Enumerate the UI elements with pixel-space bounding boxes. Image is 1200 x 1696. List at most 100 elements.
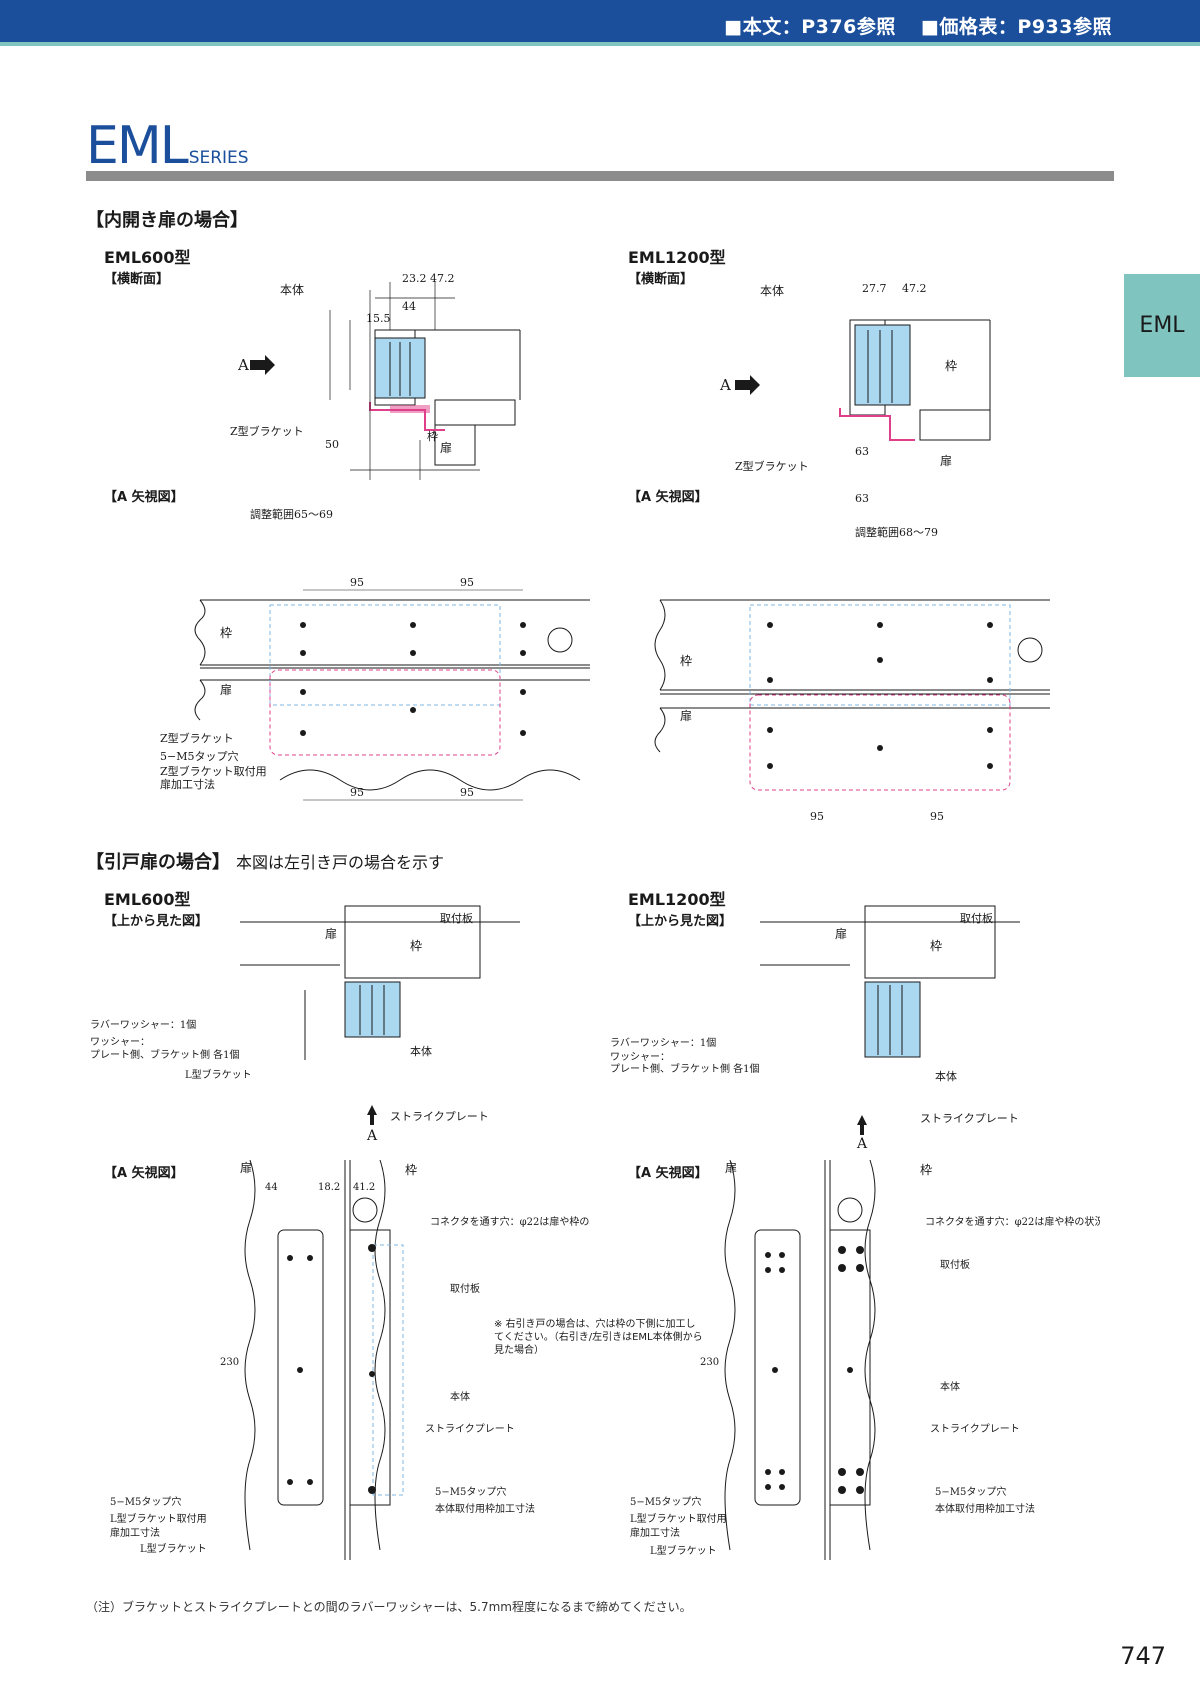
label-tap5-600: 5−M5タップ穴 — [160, 749, 238, 763]
eml1200-arrow-view-diagram: 枠 扉 95 95 — [654, 599, 1050, 823]
model-eml1200-a: EML1200型 — [628, 248, 726, 267]
dim-95-a-1200: 95 — [810, 810, 824, 823]
label-frame-view-600: 枠 — [220, 626, 232, 640]
section-inward-heading: 【内開き扉の場合】 — [86, 210, 248, 231]
label-door-1200: 扉 — [940, 454, 952, 468]
view-cross-section-600: 【横断面】 — [104, 272, 170, 287]
label-mount-plate-1200: 取付板 — [960, 911, 993, 925]
label-z-bracket-view-600: Z型ブラケット — [160, 731, 234, 745]
label-body-sv-600: 本体 — [450, 1390, 470, 1403]
dim-23-2-600: 23.2 — [402, 272, 427, 285]
series-name: EML — [86, 116, 189, 176]
dim-95-top-b-600: 95 — [460, 576, 474, 589]
side-index-tab[interactable]: EML — [1124, 274, 1200, 377]
label-body-mount-sv-600: 本体取付用枠加工寸法 — [435, 1502, 535, 1515]
label-l-mount-sv-1200: L型ブラケット取付用 — [630, 1512, 727, 1525]
label-z-bracket-1200: Z型ブラケット — [735, 459, 809, 473]
label-frame-view-1200: 枠 — [680, 654, 692, 668]
eml600-arrow-view-diagram: 枠 扉 95 95 95 95 Z型ブラケット 5−M5タップ穴 Z型ブラケット… — [160, 576, 590, 801]
dim-47-2-600: 47.2 — [430, 272, 455, 285]
label-adjust-1200: 調整範囲68〜79 — [855, 525, 938, 539]
label-l-mount-sv-600: L型ブラケット取付用 — [110, 1512, 207, 1525]
label-strike-sv-1200: ストライクプレート — [930, 1423, 1020, 1435]
section-sliding-title: 【引戸扉の場合】 — [86, 852, 230, 873]
label-washer-detail-1200: プレート側、ブラケット側 各1個 — [610, 1062, 760, 1075]
page-number: 747 — [1120, 1642, 1166, 1670]
label-door-view-600: 扉 — [220, 683, 232, 697]
label-tap5b-sv-600: 5−M5タップ穴 — [435, 1485, 506, 1498]
label-body-sv-1200: 本体 — [940, 1380, 960, 1393]
dim-50-600: 50 — [325, 438, 339, 451]
view-top-600: 【上から見た図】 — [104, 914, 209, 929]
label-tap5-sv-1200: 5−M5タップ穴 — [630, 1495, 701, 1508]
arrow-label-a-1200: A — [719, 376, 731, 394]
dim-95-bot-a-600: 95 — [350, 786, 364, 799]
dim-18-2-sv-600: 18.2 — [318, 1182, 340, 1193]
label-l-bracket-top-600: L型ブラケット — [185, 1068, 252, 1081]
section-sliding-heading: 【引戸扉の場合】本図は左引き戸の場合を示す — [86, 848, 444, 874]
label-z-bracket-600: Z型ブラケット — [230, 424, 304, 438]
view-arrow-a-1200-sliding: 【A 矢視図】 — [628, 1166, 708, 1181]
label-door-view-1200: 扉 — [680, 709, 692, 723]
view-arrow-a-1200: 【A 矢視図】 — [628, 490, 708, 505]
ref-body-link[interactable]: ■本文：P376参照 — [724, 16, 896, 38]
view-arrow-a-600-sliding: 【A 矢視図】 — [104, 1166, 184, 1181]
label-rubber-washer-600: ラバーワッシャー：1個 — [90, 1018, 196, 1031]
label-mount-plate-sv-1200: 取付板 — [940, 1258, 970, 1271]
label-door-machining-600: 扉加工寸法 — [160, 777, 215, 791]
label-frame-600: 枠 — [427, 429, 438, 443]
label-body-600: 本体 — [280, 283, 304, 297]
label-tap5-sv-600: 5−M5タップ穴 — [110, 1495, 181, 1508]
label-door-sv-1200: 扉 — [725, 1161, 737, 1175]
footnote: （注）ブラケットとストライクプレートとの間のラバーワッシャーは、5.7mm程度に… — [86, 1600, 692, 1614]
eml600-sliding-arrow-view-diagram: 扉 枠 44 18.2 41.2 230 コネクタを通す穴：φ22は扉や枠の状況… — [110, 1159, 590, 1560]
view-top-1200: 【上から見た図】 — [628, 914, 733, 929]
label-body-top-600: 本体 — [410, 1044, 432, 1058]
model-eml600-a: EML600型 — [104, 248, 191, 267]
arrow-label-a-600: A — [237, 356, 249, 374]
dim-230-sv-1200: 230 — [700, 1357, 719, 1368]
dim-95-bot-b-600: 95 — [460, 786, 474, 799]
dim-15-5-600: 15.5 — [366, 312, 391, 325]
label-frame-sv-1200: 枠 — [920, 1163, 932, 1177]
dim-44-sv-600: 44 — [265, 1182, 278, 1193]
label-washer-detail-600: プレート側、ブラケット側 各1個 — [90, 1048, 240, 1061]
title-rule — [86, 171, 1114, 181]
label-connector-sv-600: コネクタを通す穴：φ22は扉や枠の状況に合わせて加工願います。※ — [430, 1215, 590, 1228]
label-connector-sv-1200: コネクタを通す穴：φ22は扉や枠の状況に合わせて加工願います。※ — [925, 1215, 1100, 1228]
eml600-cross-section-diagram: A 本体 23.2 47.2 44 15.5 枠 扉 50 Z型ブラケット 調整… — [230, 272, 521, 520]
dim-47-2-1200: 47.2 — [902, 282, 927, 295]
dim-63-1200: 63 — [855, 445, 869, 458]
label-mount-plate-sv-600: 取付板 — [450, 1282, 480, 1295]
label-adjust-600: 調整範囲65〜69 — [250, 507, 333, 520]
label-frame-1200: 枠 — [945, 359, 957, 373]
dim-95-top-a-600: 95 — [350, 576, 364, 589]
eml1200-sliding-arrow-view-diagram: 扉 枠 230 コネクタを通す穴：φ22は扉や枠の状況に合わせて加工願います。※… — [630, 1159, 1100, 1560]
label-frame-top-1200: 枠 — [930, 939, 942, 953]
view-cross-section-1200: 【横断面】 — [628, 272, 694, 287]
label-l-bracket-sv-600: L型ブラケット — [140, 1542, 207, 1555]
header-refs: ■本文：P376参照 ■価格表：P933参照 — [706, 12, 1112, 39]
dim-230-sv-600: 230 — [220, 1357, 239, 1368]
label-frame-top-600: 枠 — [410, 939, 422, 953]
label-door-machining-sv-1200: 扉加工寸法 — [630, 1526, 680, 1539]
eml1200-top-view-diagram: A 扉 枠 取付板 本体 ストライクプレート ラバーワッシャー：1個 ワッシャー… — [610, 905, 1020, 1150]
label-rubber-washer-1200: ラバーワッシャー：1個 — [610, 1036, 716, 1049]
label-z-mount-600: Z型ブラケット取付用 — [160, 764, 267, 778]
ref-price-link[interactable]: ■価格表：P933参照 — [920, 16, 1112, 38]
arrow-label-a-top-600: A — [366, 1128, 378, 1140]
dim-41-2-sv-600: 41.2 — [353, 1182, 375, 1193]
label-washer-600: ワッシャー： — [90, 1037, 150, 1048]
label-strike-sv-600: ストライクプレート — [425, 1423, 515, 1435]
model-eml600-b: EML600型 — [104, 890, 191, 909]
eml1200-cross-section-diagram: A 本体 27.7 47.2 枠 扉 Z型ブラケット 63 63 調整範囲68〜… — [719, 282, 991, 539]
arrow-label-a-top-1200: A — [856, 1136, 868, 1150]
label-mount-plate-600: 取付板 — [440, 911, 473, 925]
label-door-sv-600: 扉 — [240, 1161, 252, 1175]
series-suffix: SERIES — [188, 148, 249, 168]
dim-95-b-1200: 95 — [930, 810, 944, 823]
dim-44-600: 44 — [402, 300, 416, 313]
model-eml1200-b: EML1200型 — [628, 890, 726, 909]
label-body-mount-sv-1200: 本体取付用枠加工寸法 — [935, 1502, 1035, 1515]
